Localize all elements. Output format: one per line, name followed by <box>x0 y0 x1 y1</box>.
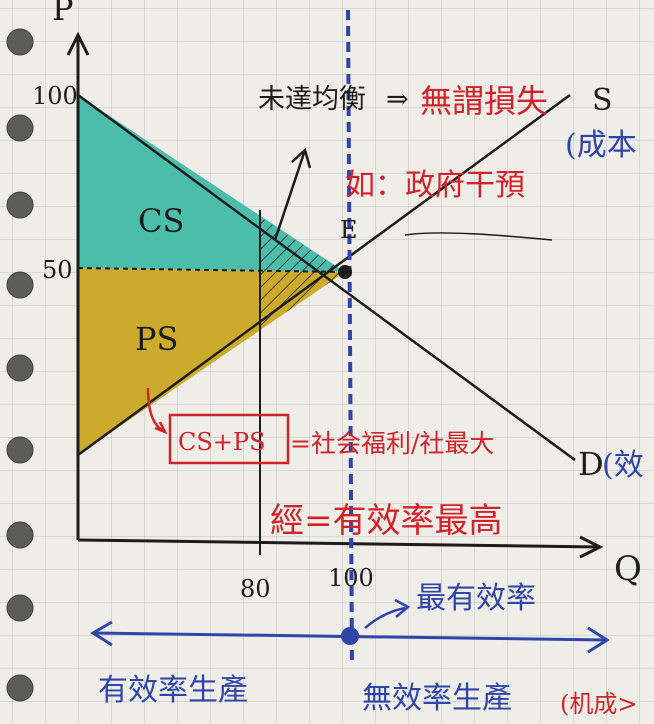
x-axis-arrow <box>579 535 604 559</box>
disequilibrium-label: 未達均衡 <box>258 84 366 115</box>
deadweight-loss-label: 無謂損失 <box>420 82 548 120</box>
y-tick-50: 50 <box>42 256 73 284</box>
disequilibrium-arrow-text: ⇒ <box>386 84 409 115</box>
efficiency-label: 經=有效率最高 <box>270 501 503 541</box>
dwl-pointer-arrowhead <box>291 147 312 169</box>
demand-label: D <box>578 445 604 483</box>
binder-hole <box>6 114 34 142</box>
most-efficient-arrowhead <box>394 598 411 618</box>
binder-hole <box>6 436 34 464</box>
x-axis <box>77 538 601 549</box>
ps-label: PS <box>135 320 178 358</box>
left-arrowhead <box>90 620 113 647</box>
equilibrium-label: E <box>340 216 358 244</box>
y-axis-label: P <box>52 0 74 28</box>
supply-curve <box>77 93 571 457</box>
demand-note: (效 <box>602 448 644 483</box>
welfare-formula-box <box>168 413 290 465</box>
axes <box>66 31 604 559</box>
supply-label: S <box>592 83 613 118</box>
supply-note: (成本 <box>565 128 637 163</box>
equilibrium-point <box>338 265 352 279</box>
consumer-surplus-area <box>78 95 345 272</box>
binder-hole <box>6 28 34 56</box>
equilibrium-quantity-line <box>346 9 354 666</box>
demand-curve <box>77 93 576 462</box>
government-label: 如：政府干預 <box>345 168 525 203</box>
y-tick-100: 100 <box>32 82 78 110</box>
binder-hole <box>6 191 34 219</box>
right-arrowhead <box>587 626 610 654</box>
most-efficient-pointer <box>364 606 406 629</box>
government-underline <box>404 232 553 241</box>
binder-hole <box>6 521 34 549</box>
x-tick-80: 80 <box>240 575 271 603</box>
binder-holes <box>6 28 34 702</box>
cost-note: (机成> <box>560 690 637 718</box>
welfare-formula: CS+PS <box>178 428 266 456</box>
binder-hole <box>6 594 34 622</box>
binder-hole <box>6 354 34 382</box>
inefficient-production-label: 無效率生產 <box>362 681 512 716</box>
x-tick-100: 100 <box>328 564 374 592</box>
welfare-arrowhead <box>154 421 168 435</box>
x-axis-label: Q <box>614 549 642 589</box>
binder-hole <box>6 271 34 299</box>
binder-hole <box>6 674 34 702</box>
efficiency-range-arrow <box>90 620 610 654</box>
cs-label: CS <box>138 202 184 240</box>
efficient-production-label: 有效率生產 <box>98 673 248 708</box>
y-axis-arrow <box>66 31 90 56</box>
dwl-pointer-line <box>273 149 307 241</box>
efficiency-point <box>341 627 359 645</box>
most-efficient-label: 最有效率 <box>416 581 536 616</box>
welfare-result: =社会福利/社最大 <box>290 429 494 458</box>
